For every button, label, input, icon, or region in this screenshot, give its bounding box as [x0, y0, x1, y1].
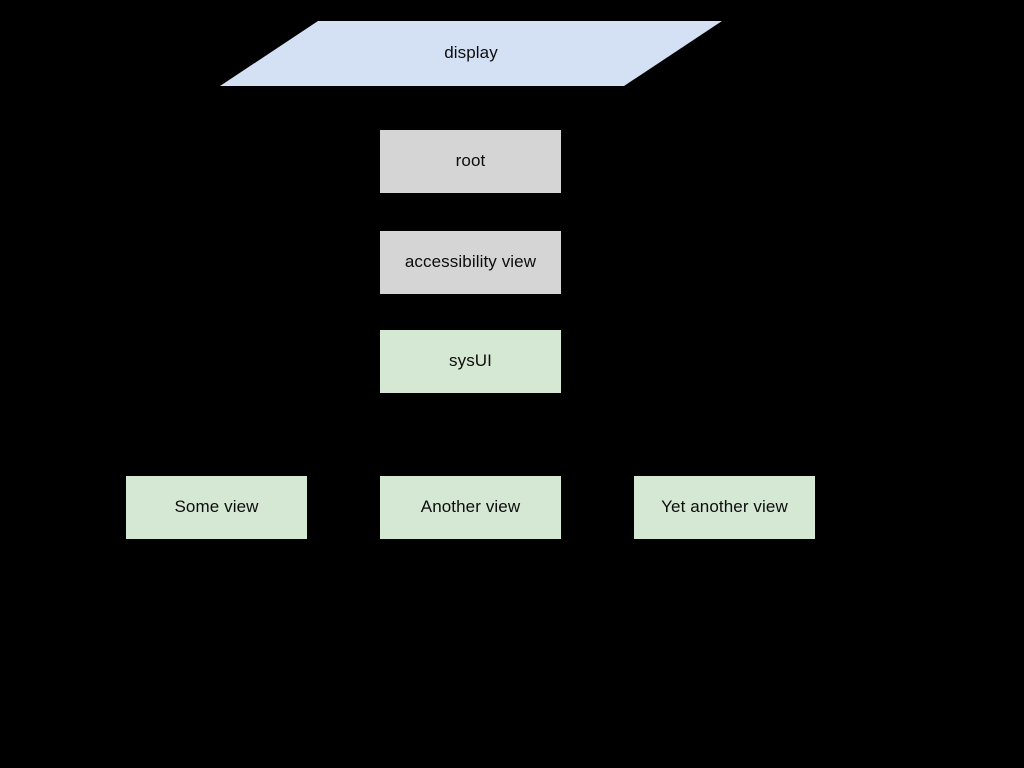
- node-sysui[interactable]: sysUI: [380, 330, 561, 393]
- node-another-view-label: Another view: [420, 497, 521, 517]
- node-sysui-label: sysUI: [449, 351, 492, 371]
- parallelogram-shape: [220, 21, 722, 86]
- node-display[interactable]: display: [220, 21, 722, 86]
- node-yet-another-view[interactable]: Yet another view: [634, 476, 815, 539]
- node-some-view[interactable]: Some view: [126, 476, 307, 539]
- node-another-view[interactable]: Another view: [380, 476, 561, 539]
- node-some-view-label: Some view: [174, 497, 259, 517]
- node-yet-another-view-label: Yet another view: [661, 497, 788, 517]
- node-root[interactable]: root: [380, 130, 561, 193]
- node-root-label: root: [455, 151, 486, 171]
- node-accessibility-view[interactable]: accessibility view: [380, 231, 561, 294]
- node-accessibility-view-label: accessibility view: [404, 252, 537, 272]
